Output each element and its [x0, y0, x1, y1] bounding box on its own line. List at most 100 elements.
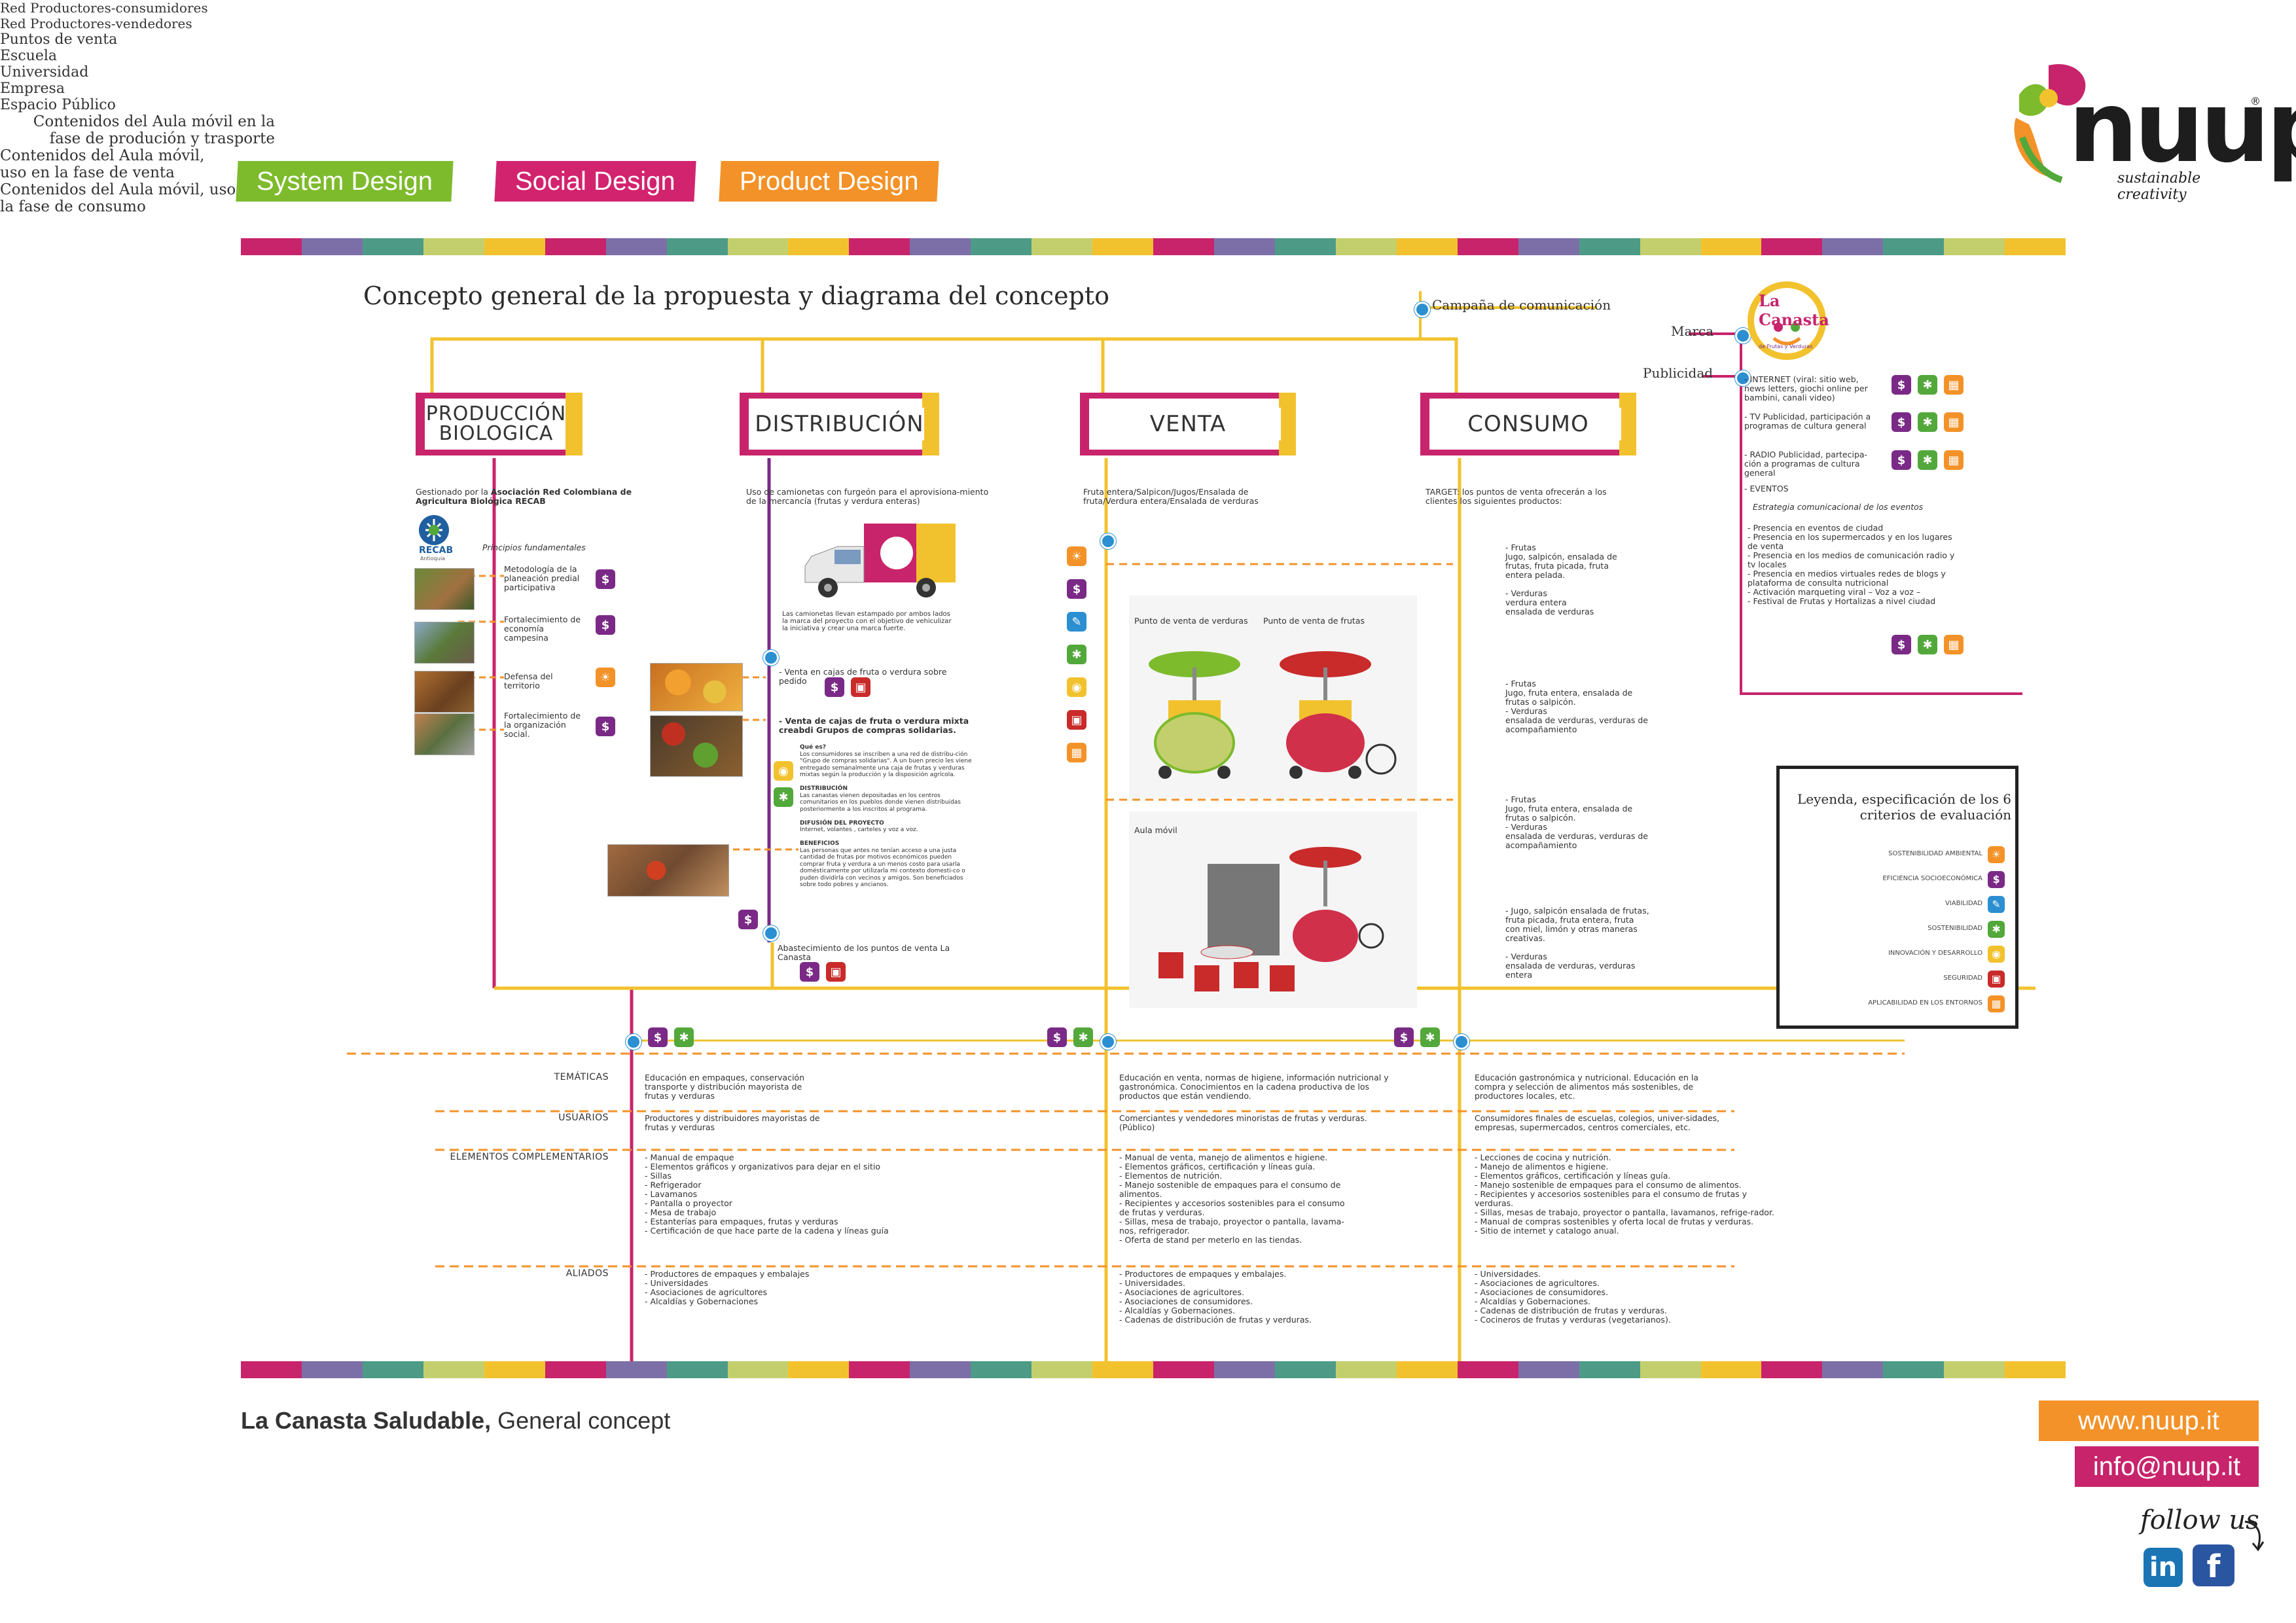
wrench-icon: ✎ — [1988, 896, 2005, 913]
node-dot — [1100, 1034, 1116, 1050]
email-link[interactable]: info@nuup.it — [2075, 1446, 2259, 1487]
aula-movil-label: Aula móvil — [1134, 825, 1177, 835]
sun-icon: ☀ — [596, 668, 615, 687]
node-dot — [626, 1034, 641, 1050]
aula-col1-aliados: - Productores de empaques y embalajes - … — [645, 1269, 810, 1306]
facebook-icon[interactable]: f — [2193, 1544, 2234, 1586]
node-dot — [1454, 1034, 1469, 1050]
row-label-elementos: ELEMENTOS COMPLEMENTARIOS — [450, 1152, 609, 1162]
hand-coin-icon: $ — [800, 962, 819, 982]
strategy-item: - Presencia en los supermercados y en lo… — [1748, 532, 1952, 551]
recycle-icon: ✱ — [1918, 450, 1937, 470]
hand-coin-icon: $ — [648, 1027, 668, 1047]
recab-sublabel: Antioquia — [420, 556, 446, 562]
principle-1: Metodología de la planeación predial par… — [504, 564, 580, 592]
strategy-item: - Presencia en los medios de comunicació… — [1748, 550, 1955, 569]
concept-diagram-lines — [347, 291, 2036, 1361]
hand-coin-icon: $ — [1394, 1027, 1414, 1047]
stage-produccion[interactable]: PRODUCCIÓN BIOLOGICA — [416, 393, 583, 455]
stage-consumo[interactable]: CONSUMO — [1420, 393, 1636, 455]
farm-photo — [414, 713, 475, 755]
aula-col1-tematicas: Educación en empaques, conservación tran… — [645, 1073, 804, 1101]
campaign-strategy-list: - Presencia en eventos de ciudad- Presen… — [1748, 524, 1964, 606]
color-stripe-bottom — [241, 1361, 2066, 1378]
node-dot — [1735, 328, 1751, 344]
linkedin-icon[interactable]: in — [2144, 1548, 2183, 1587]
consumo-universidad-title: Universidad — [0, 64, 89, 80]
produccion-intro: Gestionado por la Asociación Red Colombi… — [416, 487, 632, 506]
aula-col1-usuarios: Productores y distribuidores mayoristas … — [645, 1113, 820, 1132]
hand-coin-icon: $ — [596, 615, 615, 635]
stage-label: DISTRIBUCIÓN — [755, 408, 924, 440]
logo-registered: ® — [2250, 95, 2261, 107]
footer-title: La Canasta Saludable, General concept — [241, 1407, 671, 1434]
principle-3: Defensa del territorio — [504, 671, 553, 690]
row-label-tematicas: TEMÁTICAS — [554, 1072, 609, 1082]
consumo-espacio-publico-text: - Jugo, salpicón ensalada de frutas, fru… — [1505, 906, 1649, 980]
lightbulb-icon: ◉ — [1067, 677, 1086, 697]
consumo-intro: TARGET: los puntos de venta ofrecerán a … — [1426, 487, 1607, 506]
aula-col3-usuarios: Consumidores finales de escuelas, colegi… — [1475, 1113, 1720, 1132]
node-dot — [1735, 370, 1751, 386]
strategy-item: - Presencia en eventos de ciudad — [1748, 523, 1884, 533]
farm-photo — [414, 568, 475, 610]
stage-label: CONSUMO — [1435, 408, 1621, 440]
venta-intro: Fruta entera/Salpicon/Jugos/Ensalada de … — [1083, 487, 1259, 506]
la-canasta-brand-logo: La Canasta de Frutas y Verduras — [1744, 278, 1829, 363]
hand-coin-icon: $ — [596, 569, 615, 589]
campaign-title: Campaña de comunicación — [1432, 297, 1611, 313]
grid-icon: ▦ — [1944, 375, 1964, 395]
campaign-strategy-title: Estrategia comunicacional de los eventos — [1753, 502, 1924, 512]
aula-col2-tematicas: Educación en venta, normas de higiene, i… — [1119, 1073, 1389, 1101]
hand-coin-icon: $ — [1892, 450, 1911, 470]
consumo-espacio-publico-title: Espacio Público — [0, 97, 116, 113]
hand-coin-icon: $ — [1047, 1027, 1067, 1047]
red-productores-vendedores: Red Productores-vendedores — [0, 16, 192, 31]
grid-icon: ▦ — [1944, 412, 1964, 432]
legend-title: Leyenda, especificación de los 6 criteri… — [1797, 791, 2011, 823]
shield-icon: ▣ — [851, 677, 870, 697]
dist-details: Qué es?Los consumidores se inscriben a u… — [800, 744, 972, 888]
stage-venta[interactable]: VENTA — [1080, 393, 1296, 455]
node-dot — [763, 650, 779, 666]
sun-icon: ☀ — [1067, 546, 1086, 566]
hand-coin-icon: $ — [1892, 412, 1911, 432]
campaign-item-tv: - TV Publicidad, participación a program… — [1744, 412, 1871, 431]
legend-item-label: SOSTENIBILIDAD AMBIENTAL — [1888, 850, 1982, 857]
truck-caption: Las camionetas llevan estampado por ambo… — [782, 611, 952, 632]
follow-us-label: follow us — [2140, 1505, 2259, 1535]
shield-icon: ▣ — [826, 962, 846, 982]
grid-icon: ▦ — [1067, 743, 1086, 762]
sun-icon: ☀ — [1988, 846, 2005, 863]
node-dot — [763, 925, 779, 941]
campaign-item-internet: - INTERNET (viral: sitio web, news lette… — [1744, 374, 1868, 402]
consumo-universidad-text: - Frutas Jugo, fruta entera, ensalada de… — [1505, 679, 1648, 734]
curved-arrow-icon — [2244, 1520, 2265, 1552]
strategy-item: - Festival de Frutas y Hortalizas a nive… — [1748, 596, 1936, 606]
stage-distribucion[interactable]: DISTRIBUCIÓN — [740, 393, 939, 455]
hand-coin-icon: $ — [1067, 579, 1086, 599]
stage-label: VENTA — [1095, 408, 1281, 440]
logo-wordmark: nuup — [2068, 71, 2296, 185]
hand-coin-icon: $ — [1892, 375, 1911, 395]
page-title: Concepto general de la propuesta y diagr… — [363, 281, 1110, 310]
node-dot — [1414, 302, 1430, 317]
distribucion-intro: Uso de camionetas con furgeón para el ap… — [746, 487, 989, 506]
recycle-icon: ✱ — [1918, 635, 1937, 654]
consumo-empresa-title: Empresa — [0, 80, 65, 97]
website-link[interactable]: www.nuup.it — [2039, 1400, 2259, 1441]
grid-icon: ▦ — [1988, 995, 2005, 1012]
aula-col3-aliados: - Universidades. - Asociaciones de agric… — [1475, 1269, 1671, 1325]
legend-item-label: APLICABILIDAD EN LOS ENTORNOS — [1868, 999, 1982, 1007]
shield-icon: ▣ — [1067, 710, 1086, 730]
campaign-publicidad: Publicidad — [1643, 365, 1713, 381]
nuup-logo[interactable]: nuup ® sustainable creativity — [2009, 59, 2296, 203]
aula-col1-title: Contenidos del Aula móvil en la fase de … — [33, 113, 275, 147]
aula-col3-elementos: - Lecciones de cocina y nutrición. - Man… — [1475, 1152, 1774, 1236]
principle-4: Fortalecimiento de la organización socia… — [504, 711, 581, 739]
consumo-empresa-text: - Frutas Jugo, fruta entera, ensalada de… — [1505, 794, 1648, 850]
aula-col3-title: Contenidos del Aula móvil, uso en la fas… — [0, 181, 259, 215]
aula-col2-title: Contenidos del Aula móvil, uso en la fas… — [0, 147, 205, 181]
cart-label-verduras: Punto de venta de verduras — [1134, 616, 1248, 626]
recycle-icon: ✱ — [1918, 412, 1937, 432]
